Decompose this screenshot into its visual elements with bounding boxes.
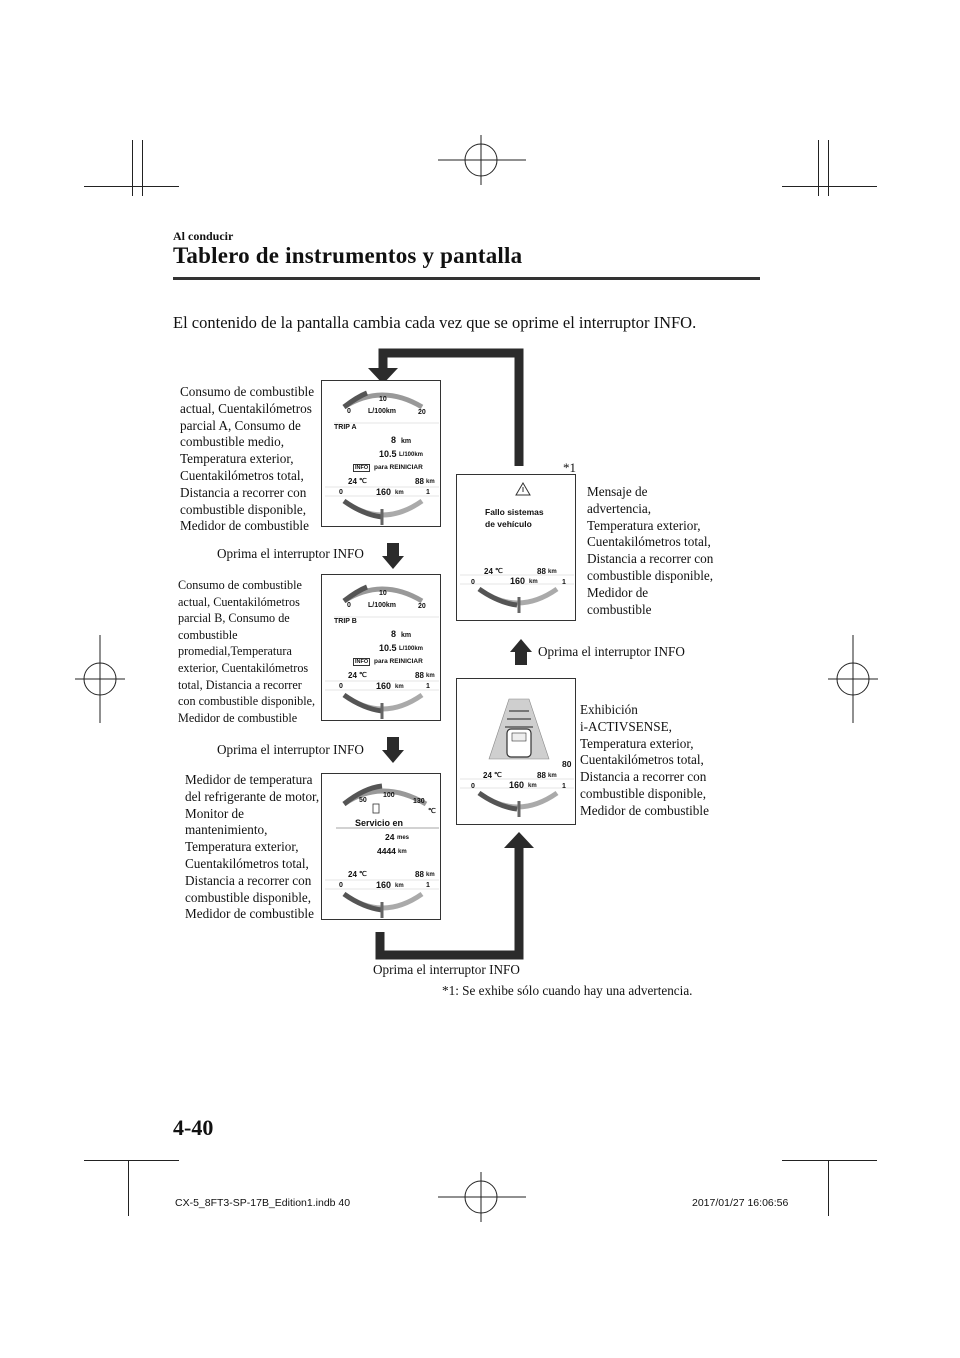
- activsense-description: Exhibición i-ACTIVSENSE, Temperatura ext…: [580, 702, 709, 818]
- activsense-graphics: [460, 698, 574, 817]
- trip-a-gauge-graphics: [325, 390, 439, 525]
- thermometer-icon: [372, 803, 380, 814]
- activsense-display: 80 24 ℃ 88 km 160 km 0 1: [456, 678, 576, 825]
- registration-mark-left-icon: [75, 635, 125, 723]
- arrow-label-1: Oprima el interruptor INFO: [217, 546, 364, 561]
- trip-a-display: 0 10 20 L/100km TRIP A 8 km 10.5 L/100km…: [321, 380, 441, 527]
- title-divider: [173, 277, 760, 280]
- down-arrow-1-icon: [382, 543, 404, 569]
- arrow-label-3: Oprima el interruptor INFO: [538, 644, 685, 659]
- registration-mark-top-icon: [438, 135, 526, 185]
- page-number: 4-40: [173, 1115, 214, 1140]
- intro-text: El contenido de la pantalla cambia cada …: [173, 313, 697, 332]
- trip-b-description: Consumo de combustible actual, Cuentakil…: [178, 578, 316, 725]
- down-arrow-2-icon: [382, 737, 404, 763]
- trip-a-description: Consumo de combustible actual, Cuentakil…: [180, 384, 315, 534]
- up-arrow-icon: [510, 639, 532, 665]
- coolant-description: Medidor de temperatura del refrigerante …: [185, 772, 320, 922]
- coolant-display: 50 100 130 ℃ Servicio en 24 mes 4444 km …: [321, 773, 441, 920]
- imprint-date: 2017/01/27 16:06:56: [692, 1197, 789, 1209]
- registration-mark-right-icon: [828, 635, 878, 723]
- section-label: Al conducir: [173, 229, 234, 243]
- arrow-label-2: Oprima el interruptor INFO: [217, 742, 364, 757]
- trip-b-display: 0 10 20 L/100km TRIP B 8 km 10.5 L/100km…: [321, 574, 441, 721]
- warning-note-marker: *1: [563, 460, 576, 475]
- trip-b-gauge-graphics: [325, 584, 439, 719]
- arrow-label-4: Oprima el interruptor INFO: [373, 962, 520, 977]
- coolant-gauge-graphics: [325, 783, 439, 918]
- warning-gauge-graphics: [460, 482, 574, 613]
- warning-triangle-icon: [515, 482, 531, 496]
- page-title: Tablero de instrumentos y pantalla: [173, 243, 523, 268]
- warning-display: Fallo sistemas de vehículo 24 ℃ 88 km 16…: [456, 474, 576, 621]
- registration-mark-bottom-icon: [438, 1172, 526, 1222]
- imprint-file: CX-5_8FT3-SP-17B_Edition1.indb 40: [175, 1197, 351, 1209]
- warning-description: Mensaje de advertencia, Temperatura exte…: [587, 484, 714, 617]
- footnote: *1: Se exhibe sólo cuando hay una advert…: [442, 983, 693, 998]
